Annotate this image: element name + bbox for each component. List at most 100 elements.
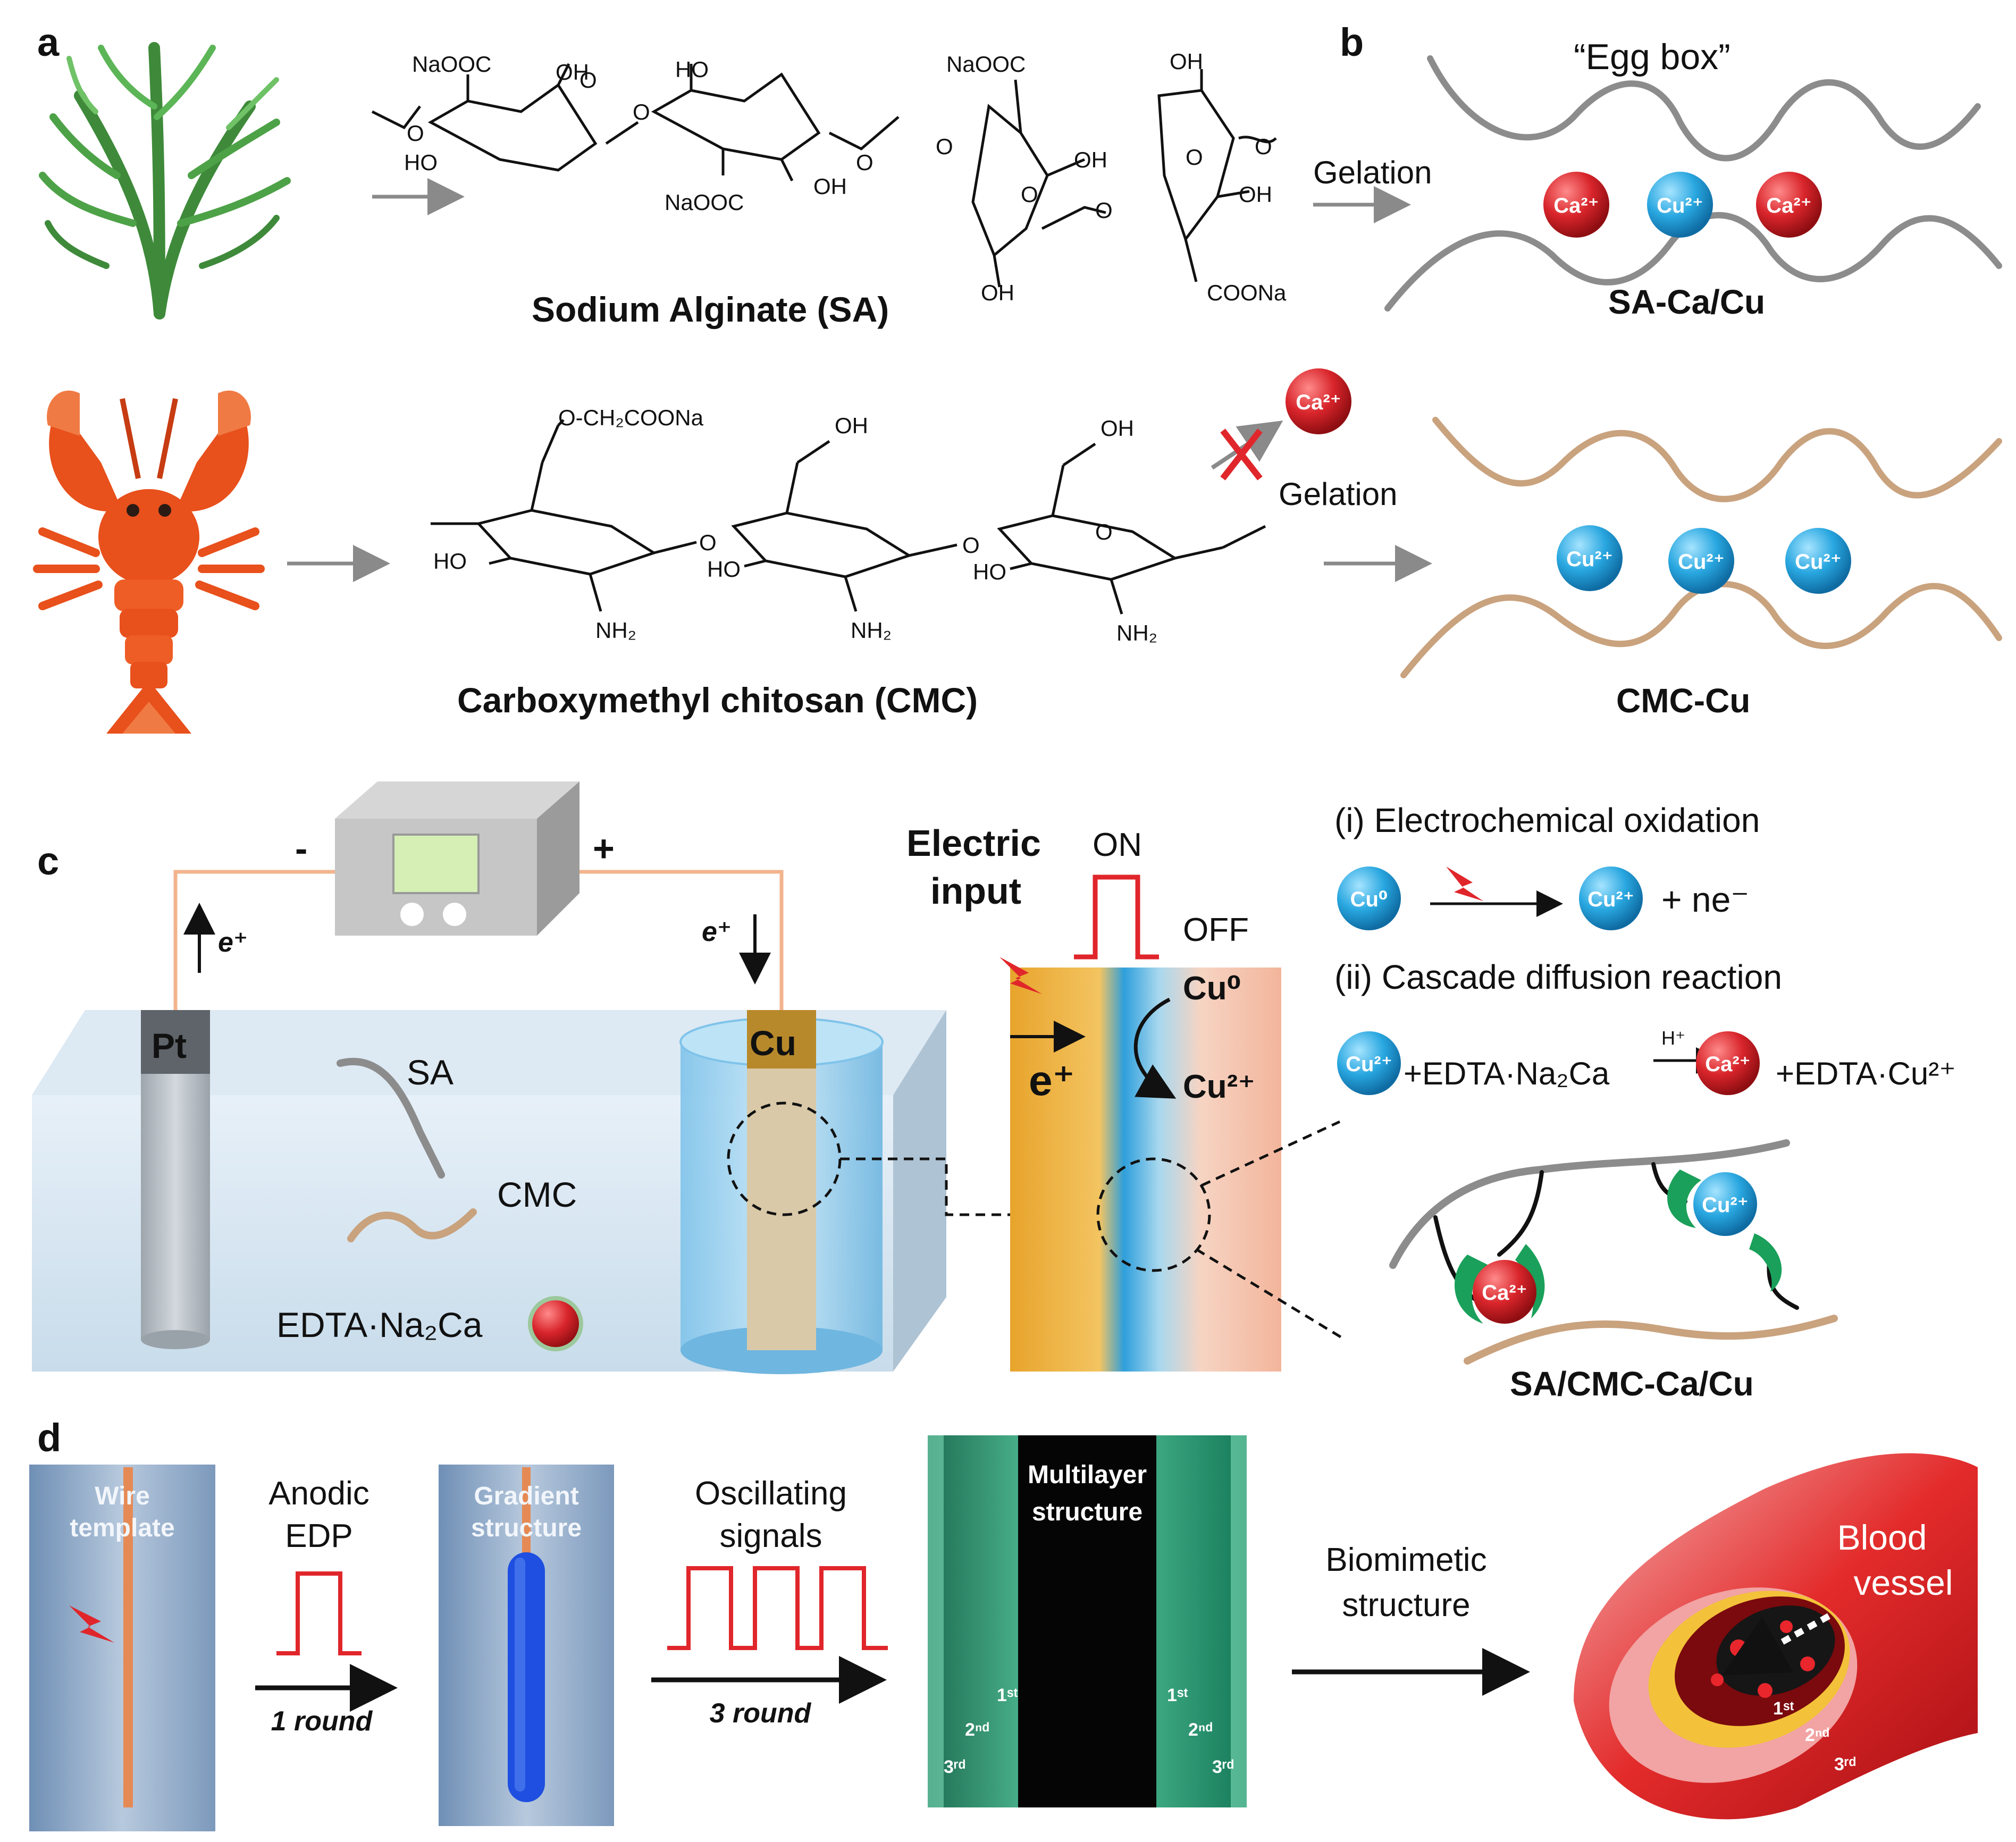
cmc-substituent-label: O-CH₂COONa (558, 405, 704, 430)
cmc-oh-label: OH (835, 413, 868, 438)
sa-atom-label: HO (675, 57, 709, 82)
cu2-ion-icon (1579, 867, 1643, 930)
network-cu-ion-icon (1693, 1172, 1757, 1236)
sa-atom-label: OH (813, 174, 847, 199)
cu0-ion-icon (1337, 867, 1401, 930)
multilayer-structure-photo (928, 1435, 1247, 1807)
sodium-alginate-label: Sodium Alginate (SA) (532, 290, 889, 329)
circuit-wires (173, 870, 784, 1021)
cu-ion-label: Cu²⁺ (1657, 194, 1703, 217)
layer-label: 1ˢᵗ (1773, 1698, 1794, 1719)
layer-label: 3ʳᵈ (944, 1757, 965, 1777)
oxidation-curve-arrow (1133, 997, 1177, 1099)
step1-label-line1: Anodic (268, 1475, 369, 1512)
electric-input-label-line1: Electric (906, 822, 1041, 864)
pt-electrode (141, 1010, 210, 1349)
step3-label-line2: structure (1342, 1587, 1470, 1624)
layer-labels-right: 1ˢᵗ 2ⁿᵈ 3ʳᵈ (1167, 1685, 1234, 1777)
electron-label-left: e⁺ (218, 927, 248, 958)
step3-label-line1: Biomimetic (1325, 1542, 1486, 1578)
cmc-oxygen-label: O (699, 530, 717, 555)
cu-ion-label: Cu²⁺ (1795, 550, 1842, 574)
vessel-layer-labels: 1ˢᵗ 2ⁿᵈ 3ʳᵈ (1773, 1698, 1856, 1774)
egg-box-ions (1543, 172, 1822, 238)
layer-label: 2ⁿᵈ (1805, 1725, 1829, 1745)
round2-label: 3 round (710, 1698, 812, 1729)
cmc-ho-label: HO (973, 559, 1006, 584)
sa-polymer-icon (337, 1057, 445, 1179)
sa-atom-label: OH (981, 280, 1014, 305)
sa-ring-oxygen: O (1255, 134, 1272, 159)
single-pulse-icon (276, 1571, 362, 1655)
sa-ca-cu-label: SA-Ca/Cu (1608, 283, 1765, 321)
cmc-nh2-label: NH₂ (1116, 620, 1157, 645)
gelation-label-top: Gelation (1313, 155, 1432, 190)
network-ca-label: Ca²⁺ (1482, 1281, 1527, 1305)
eq2-cu-ion-icon (1337, 1031, 1401, 1095)
sa-atom-label: NaOOC (412, 52, 491, 77)
power-supply (335, 781, 579, 936)
layer-label: 1ˢᵗ (1167, 1685, 1188, 1705)
photo2-label-line2: structure (471, 1514, 582, 1542)
cmc-nh2-label: NH₂ (595, 618, 636, 643)
lightning-icon (999, 957, 1042, 994)
cmc-ho-label: HO (707, 557, 741, 582)
zoom-circle-interface (1096, 1157, 1211, 1272)
layer-label: 2ⁿᵈ (965, 1720, 989, 1740)
sa-atom-label: NaOOC (665, 190, 744, 215)
photo3-label-line1: Multilayer (1028, 1461, 1147, 1489)
cmc-polymer-icon (347, 1208, 477, 1242)
sa-atom-label: NaOOC (946, 52, 1026, 77)
sa-ring-oxygen: O (1095, 198, 1113, 223)
cu-label: Cu (750, 1023, 796, 1063)
cmc-cu-ions (1557, 525, 1851, 594)
eq1-tail: + ne⁻ (1661, 880, 1749, 919)
electrode-interface-plate (1010, 968, 1281, 1372)
sa-ring-oxygen: O (1021, 182, 1038, 207)
eq2-product: +EDTA·Cu²⁺ (1776, 1056, 1956, 1091)
layer-label: 2ⁿᵈ (1188, 1720, 1213, 1740)
electron-label-right: e⁺ (702, 916, 732, 947)
cmc-cu-ion-labels: Cu²⁺ Cu²⁺ Cu²⁺ (1566, 548, 1842, 574)
egg-box-label: “Egg box” (1574, 37, 1731, 77)
layer-label: 1ˢᵗ (997, 1685, 1018, 1705)
pt-label: Pt (152, 1026, 187, 1065)
cmc-tank-label: CMC (497, 1175, 577, 1214)
ca-ion-label: Ca²⁺ (1553, 194, 1599, 217)
wire-template-photo (29, 1465, 215, 1831)
panel-c-letter: c (37, 839, 59, 883)
sodium-alginate-structure (371, 63, 1277, 288)
step1-label: (i) Electrochemical oxidation (1334, 801, 1760, 839)
step2-label-line2: signals (720, 1518, 822, 1554)
egg-box-ion-labels: Ca²⁺ Cu²⁺ Ca²⁺ (1553, 194, 1812, 217)
sa-atom-label: COONa (1207, 280, 1287, 305)
layer-label: 3ʳᵈ (1834, 1754, 1856, 1774)
sa-atom-label: HO (404, 150, 438, 175)
lobster-icon (33, 390, 265, 734)
electric-input-label-line2: input (930, 870, 1021, 912)
photo3-label-line2: structure (1032, 1498, 1143, 1526)
sa-atom-labels: NaOOC OH HO HO NaOOC OH NaOOC OH OH OH O… (404, 49, 1287, 305)
sa-ring-oxygen: O (633, 99, 650, 124)
sa-ring-oxygen: O (856, 150, 873, 175)
gradient-structure-photo (439, 1465, 614, 1826)
electron-plate-label: e⁺ (1029, 1057, 1075, 1104)
edta-particle-icon (528, 1296, 583, 1351)
step2-label-line1: Oscillating (695, 1475, 847, 1512)
network-label: SA/CMC-Ca/Cu (1510, 1365, 1754, 1403)
zoom-arrow (840, 1157, 1047, 1228)
cmc-structure (431, 419, 1266, 615)
plus-terminal: + (593, 828, 615, 869)
edta-tank-label: EDTA·Na₂Ca (276, 1305, 483, 1344)
on-label: ON (1093, 827, 1142, 863)
cu-electrode (679, 1010, 884, 1374)
photo1-label-line2: template (70, 1514, 174, 1542)
eq2-reagent: +EDTA·Na₂Ca (1404, 1056, 1610, 1091)
sa-atom-label: OH (556, 60, 589, 85)
zoom-line-top (1200, 1120, 1341, 1187)
cmc-oxygen-label: O (1095, 519, 1113, 544)
off-label: OFF (1183, 912, 1249, 948)
blocked-ca-arrow: Ca²⁺ (1211, 368, 1351, 481)
cu-ion-label: Cu²⁺ (1566, 548, 1613, 571)
vessel-label-line2: vessel (1853, 1563, 1953, 1602)
